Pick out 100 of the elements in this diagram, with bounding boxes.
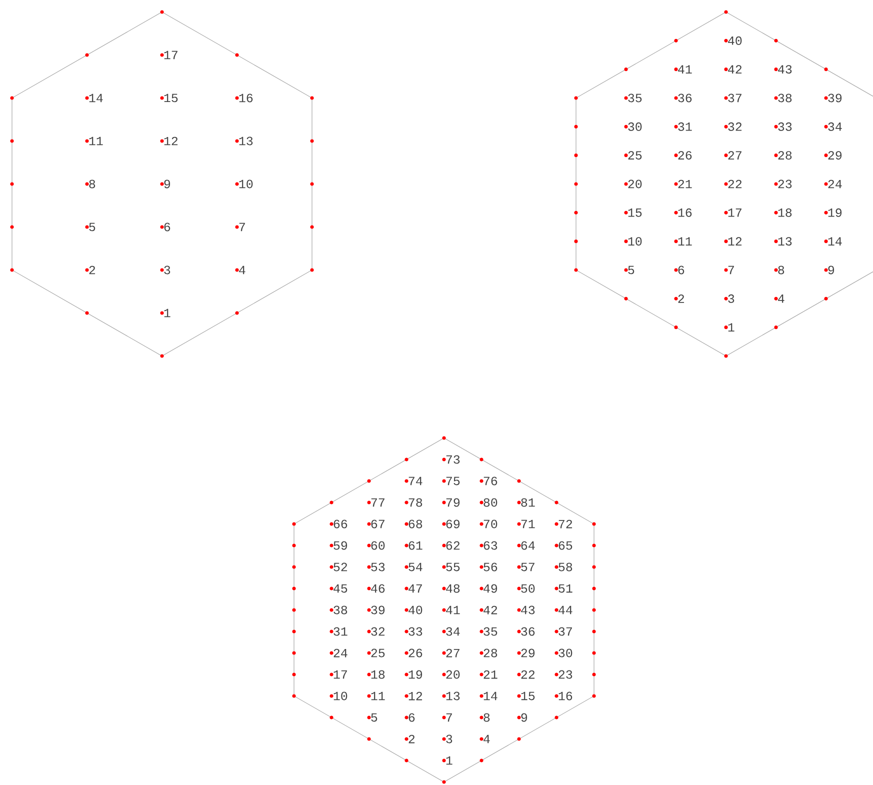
point-label: 17 (724, 208, 742, 217)
point-label: 22 (517, 670, 535, 679)
point-label: 28 (480, 648, 498, 658)
point-label: 24 (330, 648, 348, 658)
point-label: 80 (480, 498, 498, 507)
point-label: 36 (674, 94, 692, 102)
point-label: 3 (442, 734, 452, 744)
point-label: 4 (480, 734, 490, 744)
point-label: 7 (724, 266, 734, 274)
point-label: 77 (367, 498, 384, 507)
point-label: 7 (442, 713, 452, 722)
point-label: 7 (235, 222, 245, 232)
point-label: 18 (367, 670, 385, 679)
point-label: 70 (480, 520, 498, 528)
point-label: 8 (85, 180, 96, 188)
point-label: 61 (404, 541, 422, 550)
point-label: 42 (480, 606, 498, 614)
point-label: 49 (480, 584, 498, 593)
point-label: 5 (367, 713, 378, 722)
point-label: 12 (724, 237, 742, 246)
point-label: 20 (442, 670, 460, 679)
point-label: 27 (724, 151, 742, 160)
point-label: 41 (442, 606, 460, 614)
point-label: 33 (774, 122, 792, 131)
point-label: 75 (442, 476, 460, 486)
point-label: 69 (442, 520, 460, 528)
point-label: 42 (724, 65, 742, 74)
point-label: 14 (85, 94, 103, 102)
point-label: 10 (624, 237, 642, 246)
point-label: 48 (442, 584, 460, 593)
point-label: 4 (774, 294, 784, 303)
point-label: 22 (724, 180, 742, 188)
point-label: 21 (480, 670, 498, 679)
point-label: 37 (724, 94, 742, 102)
point-label: 38 (330, 606, 348, 614)
point-label: 64 (517, 541, 535, 550)
point-label: 19 (824, 208, 842, 217)
point-label: 45 (330, 584, 348, 593)
point-label: 30 (624, 122, 642, 131)
point-label: 25 (367, 648, 385, 658)
point-label: 35 (624, 94, 642, 102)
point-label: 36 (517, 627, 535, 636)
point-label: 12 (404, 692, 422, 700)
point-label: 81 (517, 498, 535, 507)
point-label: 25 (624, 151, 642, 160)
point-label: 58 (554, 562, 572, 572)
point-label: 30 (554, 648, 572, 658)
point-label: 78 (404, 498, 422, 507)
point-label: 14 (480, 692, 498, 700)
point-label: 26 (674, 151, 692, 160)
point-label: 32 (367, 627, 385, 636)
point-label: 67 (367, 520, 384, 528)
point-label: 21 (674, 180, 692, 188)
point-label: 47 (404, 584, 422, 593)
point-label: 5 (624, 266, 634, 274)
point-label: 68 (404, 520, 422, 528)
point-label: 60 (367, 541, 385, 550)
point-label: 16 (235, 94, 253, 102)
point-label: 6 (404, 713, 415, 722)
point-label: 37 (554, 627, 572, 636)
point-label: 74 (404, 476, 422, 486)
point-label: 10 (235, 180, 253, 188)
point-label: 15 (160, 94, 178, 102)
point-label: 56 (480, 562, 498, 572)
point-label: 9 (160, 180, 170, 188)
point-label: 9 (517, 713, 528, 722)
point-label: 31 (330, 627, 348, 636)
point-label: 32 (724, 122, 742, 131)
point-label: 40 (724, 36, 742, 45)
point-label: 46 (367, 584, 385, 593)
point-label: 1 (160, 308, 170, 318)
point-label: 50 (517, 584, 535, 593)
point-label: 38 (774, 94, 792, 102)
point-label: 59 (330, 541, 348, 550)
point-label: 23 (774, 180, 792, 188)
point-label: 2 (85, 266, 96, 274)
point-label: 13 (442, 692, 460, 700)
point-label: 14 (824, 237, 842, 246)
point-label: 24 (824, 180, 842, 188)
point-label: 17 (330, 670, 347, 679)
point-label: 11 (674, 237, 692, 246)
point-label: 26 (404, 648, 422, 658)
point-label: 6 (674, 266, 684, 274)
point-label: 11 (85, 136, 103, 146)
point-label: 43 (517, 606, 535, 614)
point-label: 52 (330, 562, 348, 572)
point-label: 4 (235, 266, 246, 274)
point-label: 15 (624, 208, 642, 217)
point-label: 16 (554, 692, 572, 700)
point-label: 34 (824, 122, 842, 131)
point-label: 57 (517, 562, 534, 572)
point-label: 54 (404, 562, 422, 572)
point-label: 66 (330, 520, 348, 528)
point-label: 1 (442, 756, 452, 765)
point-label: 18 (774, 208, 792, 217)
point-label: 15 (517, 692, 535, 700)
point-label: 31 (674, 122, 692, 131)
point-label: 20 (624, 180, 642, 188)
point-label: 3 (160, 266, 170, 274)
point-label: 39 (367, 606, 385, 614)
